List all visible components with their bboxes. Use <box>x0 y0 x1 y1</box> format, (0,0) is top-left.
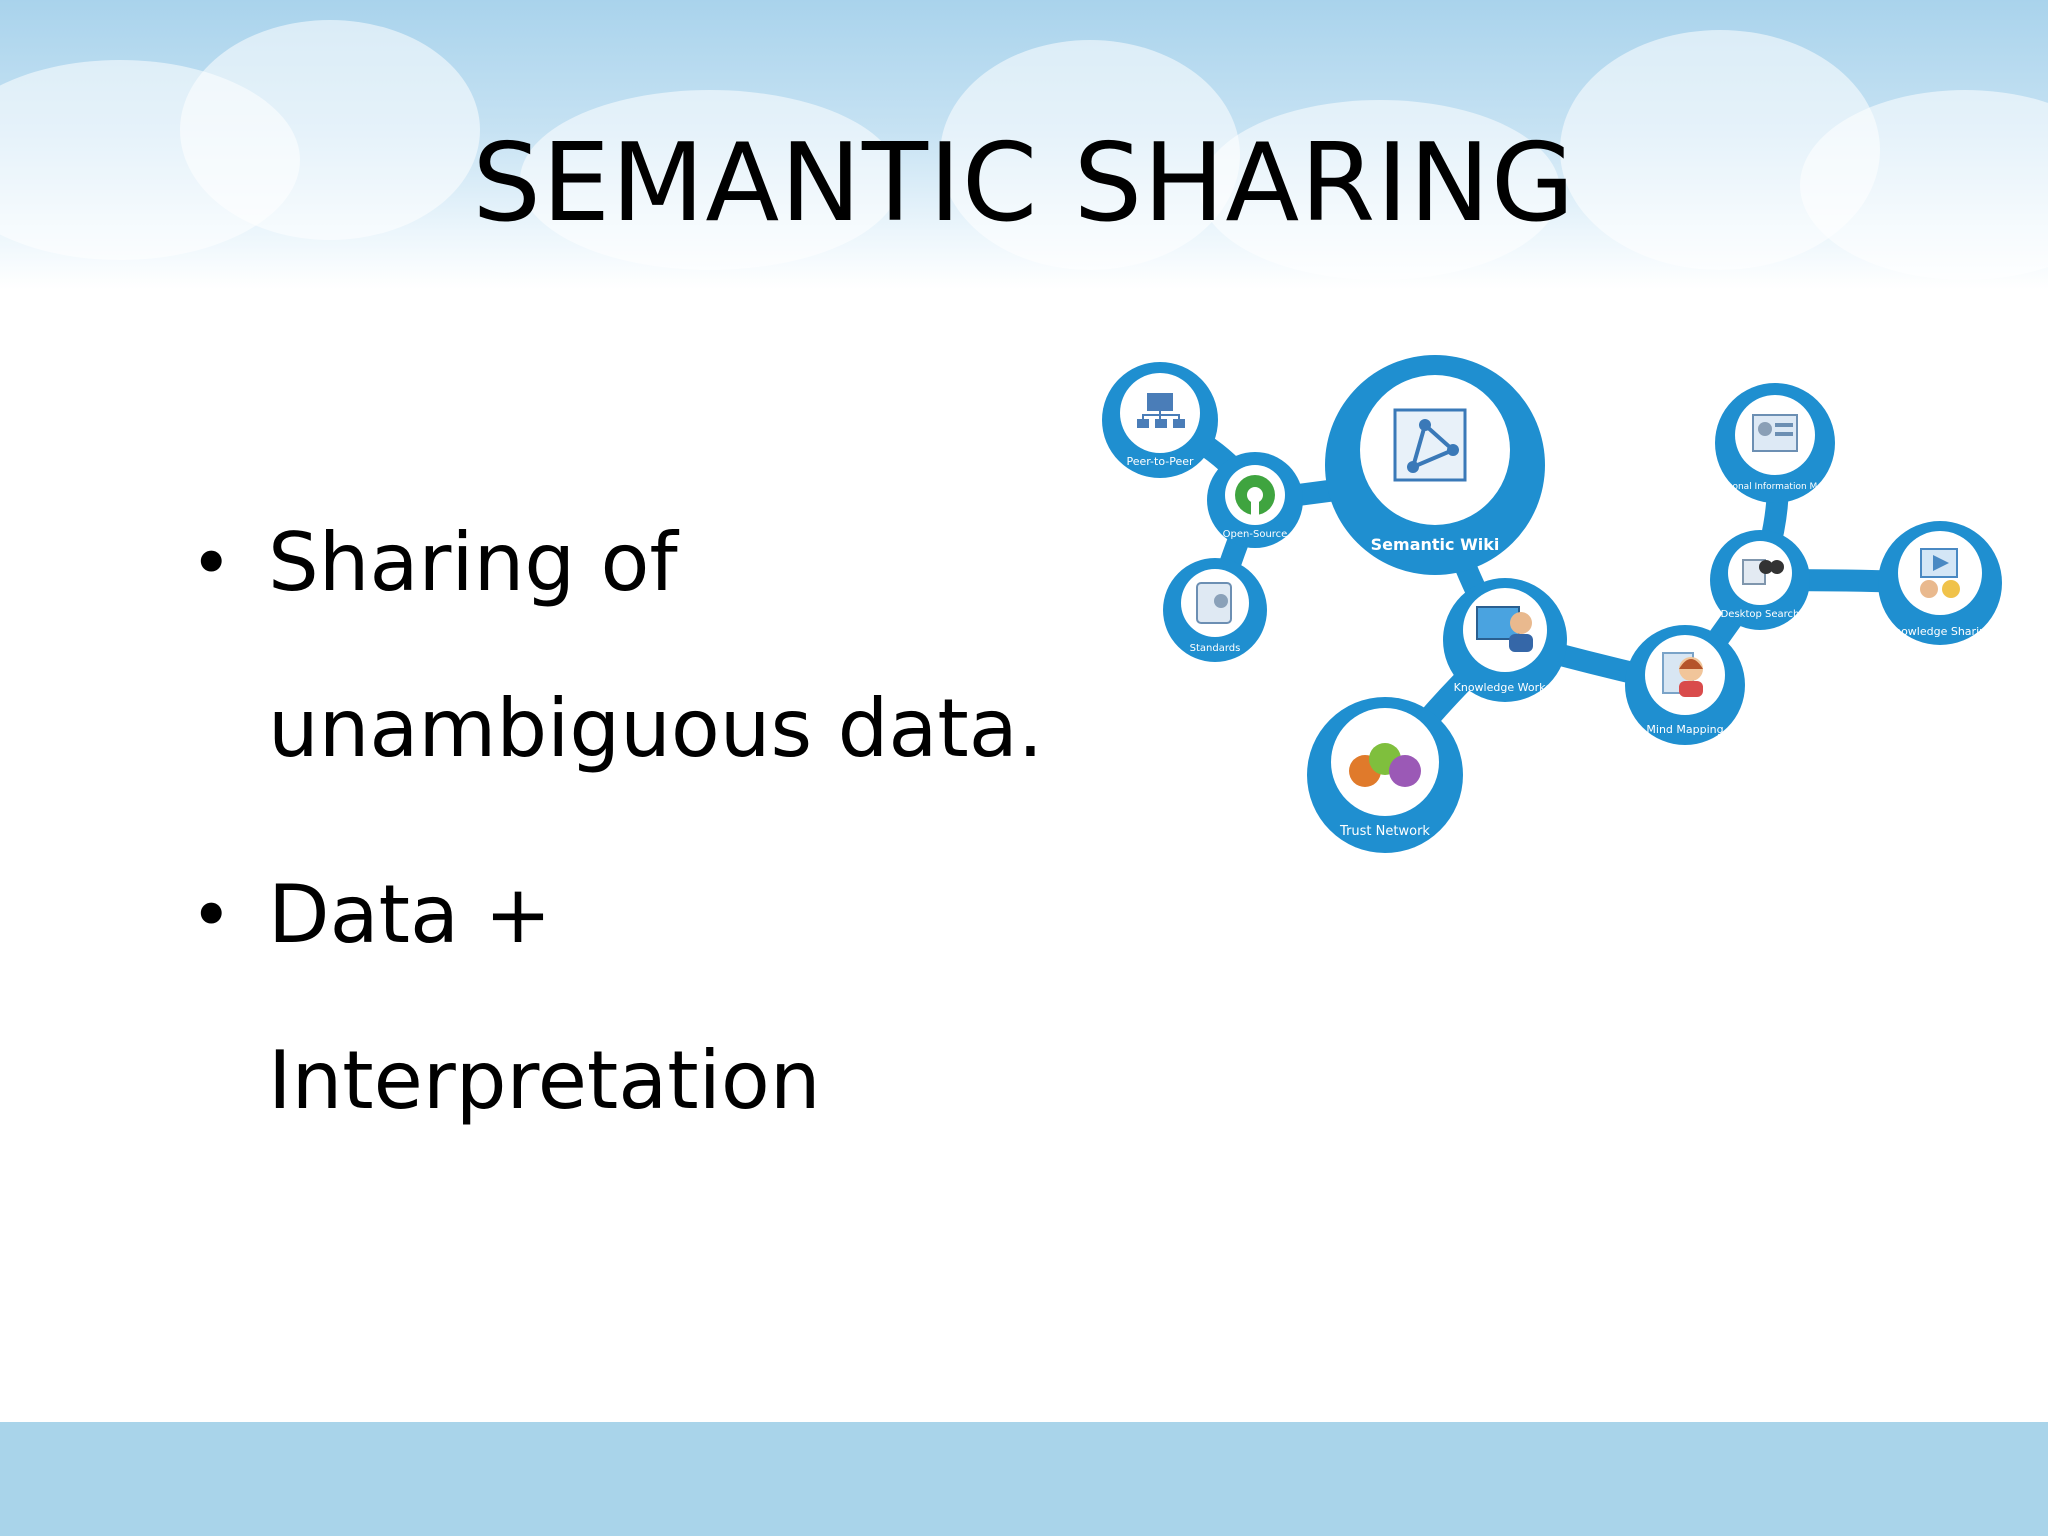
person-avatar-icon <box>1662 652 1703 697</box>
bullet-line: Sharing of <box>268 516 678 609</box>
slide-title: SEMANTIC SHARING <box>472 121 1576 246</box>
node-label: Desktop Search <box>1721 609 1800 620</box>
node-desktop-search: Desktop Search <box>1710 530 1810 630</box>
node-standards: Standards <box>1163 558 1267 662</box>
node-mind-mapping: Mind Mapping <box>1625 625 1745 745</box>
node-label: Open-Source <box>1223 529 1288 540</box>
node-label: Mind Mapping <box>1646 723 1723 736</box>
binoculars-icon <box>1742 559 1784 585</box>
node-open-source: Open-Source <box>1207 452 1303 548</box>
bullet-dot: • <box>190 521 233 605</box>
node-trust-network: Trust Network <box>1307 697 1463 853</box>
node-label: Knowledge Worker <box>1454 681 1557 694</box>
node-label: Personal Information Model <box>1713 482 1836 492</box>
open-source-icon <box>1235 475 1275 515</box>
bullet-item: • Data + Interpretation <box>190 832 1090 1164</box>
node-knowledge-sharing: Knowledge Sharing <box>1878 521 2002 645</box>
semantic-graph-icon <box>1393 408 1467 482</box>
node-label: Trust Network <box>1339 824 1430 839</box>
node-label: Peer-to-Peer <box>1126 455 1194 468</box>
bullet-line: unambiguous data. <box>268 682 1044 775</box>
person-computer-icon <box>1476 606 1533 652</box>
profile-card-icon <box>1752 414 1798 452</box>
bullet-line: Interpretation <box>268 1034 821 1127</box>
knowledge-sharing-icon <box>1920 548 1960 598</box>
node-semantic-wiki: Semantic Wiki <box>1325 355 1545 575</box>
node-personal-information-model: Personal Information Model <box>1713 383 1837 503</box>
node-label: Semantic Wiki <box>1371 535 1500 554</box>
bullet-dot: • <box>190 873 233 957</box>
sky-header-background <box>0 0 2048 290</box>
node-label: Standards <box>1190 643 1241 654</box>
footer-band <box>0 1422 2048 1536</box>
bullet-line: Data + <box>268 868 552 961</box>
document-scroll-icon <box>1196 582 1232 624</box>
node-knowledge-worker: Knowledge Worker <box>1443 578 1567 702</box>
node-label: Knowledge Sharing <box>1887 625 1993 638</box>
bullet-item: • Sharing of unambiguous data. <box>190 480 1090 812</box>
bullet-list: • Sharing of unambiguous data. • Data + … <box>190 480 1090 1164</box>
semantic-network-diagram: Peer-to-Peer Open-Source Standards Se <box>1102 355 2002 853</box>
network-icon <box>1137 393 1185 428</box>
node-peer-to-peer: Peer-to-Peer <box>1102 362 1218 478</box>
people-group-icon <box>1349 743 1421 787</box>
